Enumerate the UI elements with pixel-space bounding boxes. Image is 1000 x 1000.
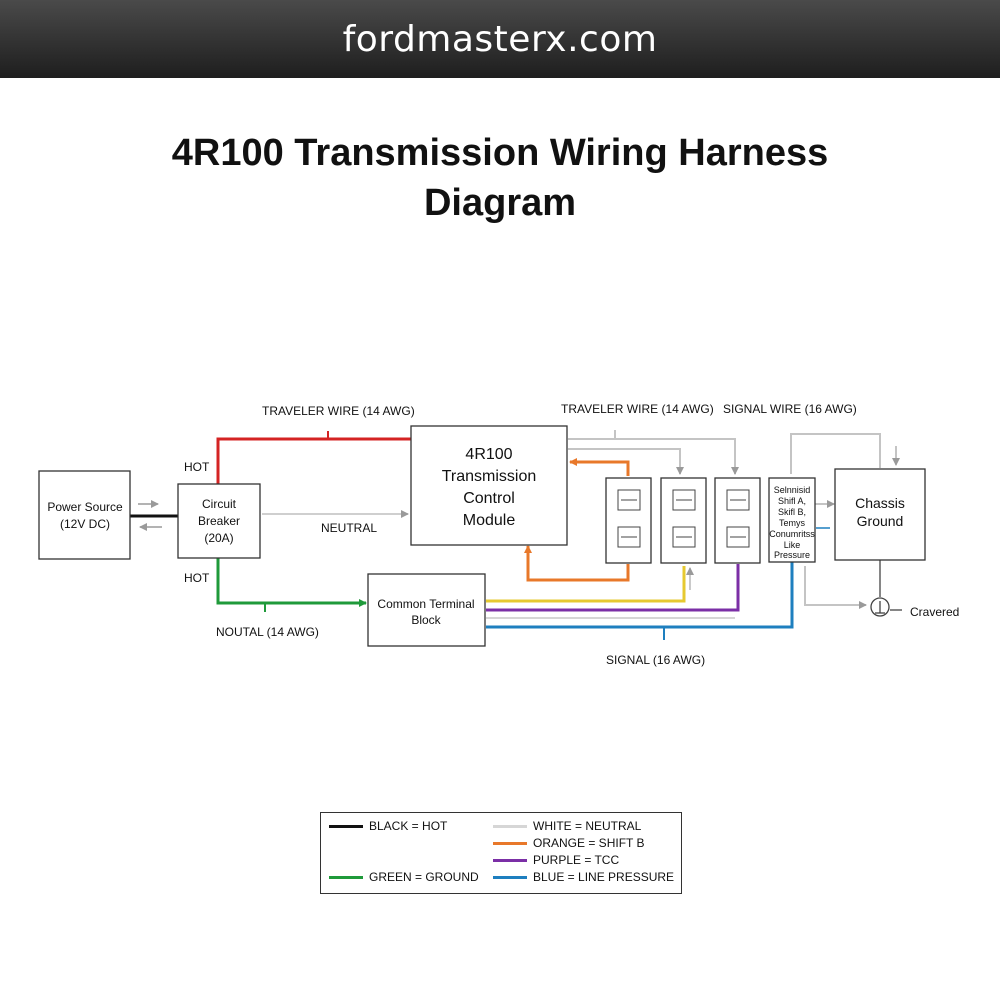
gray-signal-wire-top [790, 433, 881, 474]
legend-label: GREEN = GROUND [369, 870, 479, 884]
yellow-wire [486, 566, 686, 603]
common-terminal-block-box [367, 573, 486, 647]
gray-traveler-wire-1 [568, 438, 739, 475]
solenoid-label-5: Conumritss [769, 529, 815, 539]
breaker-label-2: Breaker [198, 514, 240, 528]
neutral-label: NEUTRAL [321, 521, 377, 535]
connector-2 [660, 477, 707, 564]
legend-item-blue: BLUE = LINE PRESSURE [493, 870, 674, 884]
purple-tcc-wire [486, 564, 740, 612]
legend-swatch-orange [493, 841, 527, 845]
common-block-label-2: Block [411, 613, 441, 627]
legend-item-green: GREEN = GROUND [329, 870, 479, 884]
signal-wire-top-label: SIGNAL WIRE (16 AWG) [723, 402, 857, 416]
legend-swatch-purple [493, 858, 527, 862]
connector-3 [714, 477, 761, 564]
title-line-2: Diagram [423, 182, 577, 224]
legend-label: BLACK = HOT [369, 819, 448, 833]
tcm-label-4: Module [463, 512, 516, 529]
legend-item-black: BLACK = HOT [329, 819, 447, 833]
site-banner: fordmasterx.com [0, 0, 1000, 78]
tcm-box [410, 425, 568, 546]
hot-label-top: HOT [184, 460, 210, 474]
breaker-label-1: Circuit [202, 497, 237, 511]
solenoid-label-6: Like [784, 540, 801, 550]
legend-label: BLUE = LINE PRESSURE [533, 870, 675, 884]
power-source-label-1: Power Source [47, 500, 123, 514]
orange-shift-b-wire [524, 545, 630, 582]
noutal-label: NOUTAL (14 AWG) [216, 625, 319, 639]
chassis-label-1: Chassis [855, 495, 905, 511]
cravered-label: Cravered [910, 605, 959, 619]
solenoid-label-3: Skifl B, [778, 507, 806, 517]
legend-item-purple: PURPLE = TCC [493, 853, 619, 867]
color-legend: BLACK = HOT WHITE = NEUTRAL ORANGE = SHI… [320, 812, 682, 894]
solenoid-label-7: Pressure [774, 550, 810, 560]
solenoid-label-1: Selnnisid [774, 485, 811, 495]
legend-label: PURPLE = TCC [533, 853, 620, 867]
legend-item-orange: ORANGE = SHIFT B [493, 836, 644, 850]
chassis-ground-box [834, 468, 926, 561]
power-source-box [38, 470, 131, 560]
legend-label: ORANGE = SHIFT B [533, 836, 645, 850]
solenoid-box [768, 477, 816, 563]
traveler-wire-label-1: TRAVELER WIRE (14 AWG) [262, 404, 415, 418]
power-source-label-2: (12V DC) [60, 517, 110, 531]
gray-traveler-wire-2 [568, 448, 684, 475]
blue-line-pressure-wire [486, 562, 794, 629]
ground-return-wire [804, 566, 867, 609]
site-name: fordmasterx.com [342, 18, 658, 60]
diagram-title: 4R100 Transmission Wiring Harness Diagra… [60, 128, 940, 228]
green-ground-wire [216, 558, 367, 607]
signal-bottom-label: SIGNAL (16 AWG) [606, 653, 705, 667]
title-line-1: 4R100 Transmission Wiring Harness [171, 132, 829, 174]
legend-label: WHITE = NEUTRAL [533, 819, 642, 833]
traveler-wire-label-2: TRAVELER WIRE (14 AWG) [561, 402, 714, 416]
legend-swatch-black [329, 824, 363, 828]
hot-label-bottom: HOT [184, 571, 210, 585]
red-traveler-wire [216, 437, 411, 484]
legend-item-white: WHITE = NEUTRAL [493, 819, 641, 833]
circuit-breaker-box [177, 483, 261, 559]
tcm-label-1: 4R100 [465, 446, 512, 463]
solenoid-label-2: Shifl A, [778, 496, 806, 506]
common-block-label-1: Common Terminal [377, 597, 474, 611]
tcm-label-2: Transmission [442, 468, 537, 485]
chassis-label-2: Ground [857, 513, 904, 529]
orange-shift-b-wire-top [569, 458, 630, 476]
solenoid-label-4: Temys [779, 518, 806, 528]
connector-1 [605, 477, 652, 564]
breaker-label-3: (20A) [204, 531, 233, 545]
tcm-label-3: Control [463, 490, 515, 507]
legend-swatch-white [493, 824, 527, 828]
legend-swatch-green [329, 875, 363, 879]
legend-swatch-blue [493, 875, 527, 879]
